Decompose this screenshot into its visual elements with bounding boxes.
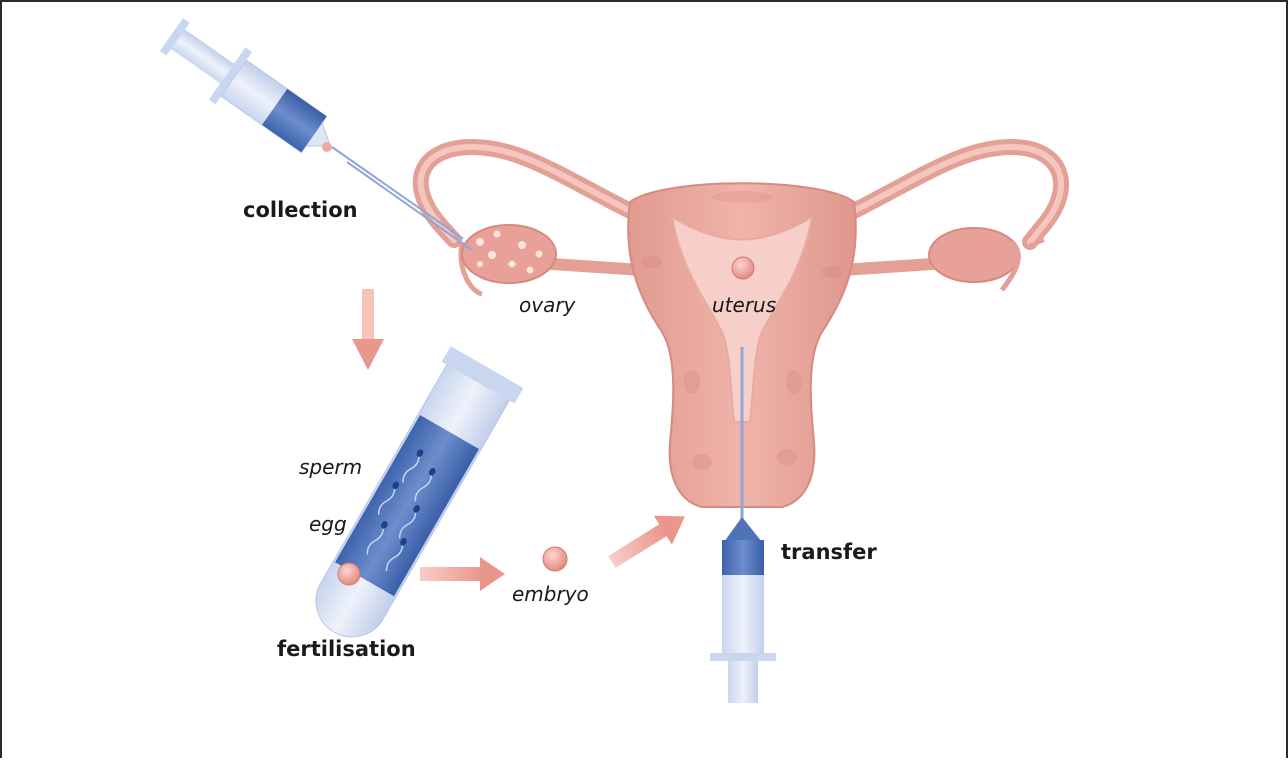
label-collection: collection	[243, 200, 358, 221]
right-ligament	[842, 264, 932, 270]
label-embryo: embryo	[512, 584, 589, 604]
arrow-collection-to-fertilisation	[352, 289, 384, 370]
transfer-syringe	[710, 517, 776, 703]
arrow-embryo-to-transfer	[603, 502, 694, 576]
collection-needle	[347, 162, 472, 250]
label-uterus: uterus	[712, 295, 776, 315]
label-sperm: sperm	[299, 457, 362, 477]
egg-in-tube	[338, 563, 360, 585]
embryo-icon	[543, 547, 567, 571]
left-ovary	[461, 225, 556, 294]
implanted-embryo	[732, 257, 754, 279]
right-fallopian-tube	[842, 147, 1061, 242]
test-tube	[298, 346, 524, 653]
left-ligament	[552, 264, 642, 270]
label-fertilisation: fertilisation	[277, 639, 416, 660]
label-ovary: ovary	[519, 295, 575, 315]
right-ovary	[929, 224, 1044, 290]
label-transfer: transfer	[781, 542, 877, 563]
collected-egg	[322, 142, 332, 152]
left-fallopian-tube	[421, 147, 642, 240]
label-egg: egg	[309, 514, 347, 534]
arrow-fertilisation-to-embryo	[420, 557, 505, 591]
